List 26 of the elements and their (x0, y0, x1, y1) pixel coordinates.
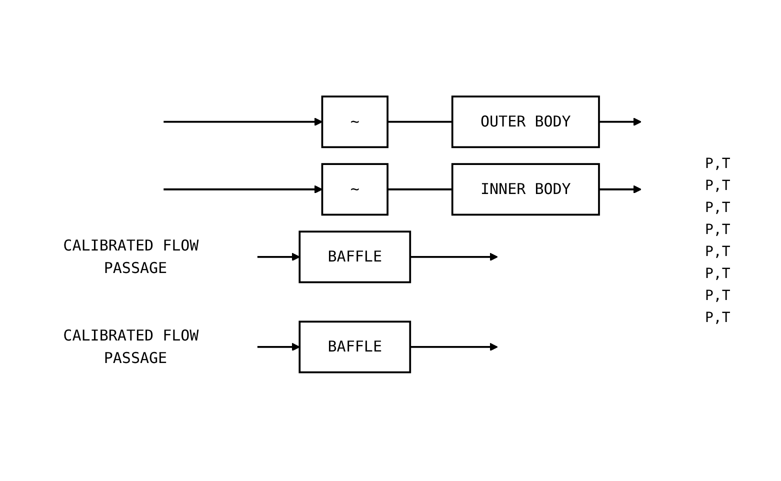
node-box: ~ (321, 164, 388, 216)
node-box: OUTER BODY (451, 96, 600, 149)
arrow (599, 118, 642, 126)
measurement-point-label: P,T (705, 222, 732, 238)
node-box: INNER BODY (451, 164, 600, 216)
connector (388, 121, 452, 124)
measurement-point-label: P,T (705, 156, 732, 172)
measurement-point-label: P,T (705, 266, 732, 282)
measurement-point-label: P,T (705, 288, 732, 304)
arrow (164, 186, 323, 194)
measurement-point-label: P,T (705, 178, 732, 194)
arrow (164, 118, 323, 126)
node-box: BAFFLE (298, 321, 412, 374)
arrow (599, 186, 642, 194)
arrow (257, 343, 300, 352)
node-box: BAFFLE (298, 231, 412, 284)
arrow (410, 343, 498, 352)
node-text: CALIBRATED FLOW PASSAGE (63, 326, 199, 368)
measurement-point-label: P,T (705, 200, 732, 216)
measurement-point-label: P,T (705, 244, 732, 260)
node-box: ~ (321, 96, 388, 149)
arrow (257, 253, 300, 262)
node-text: CALIBRATED FLOW PASSAGE (63, 236, 199, 278)
arrow (410, 253, 498, 262)
connector (388, 188, 452, 191)
measurement-point-label: P,T (705, 310, 732, 326)
